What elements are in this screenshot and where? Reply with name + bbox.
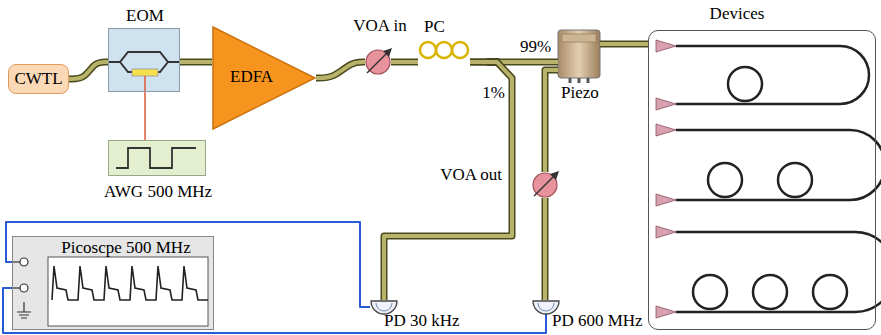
split-ratio: 99% xyxy=(520,38,551,57)
node-label: Piezo xyxy=(561,84,599,103)
piezo-stage: Piezo xyxy=(558,30,600,78)
amplifier-triangle: EDFA xyxy=(212,26,316,130)
node-label: Picoscpe 500 MHz xyxy=(61,239,190,258)
node-label: PD 30 kHz xyxy=(384,312,460,331)
node-label: VOA out xyxy=(440,166,502,185)
rf-wire xyxy=(145,92,146,140)
connector-stroke xyxy=(316,62,365,78)
device-chip: Devices xyxy=(648,30,876,330)
signal-cable xyxy=(3,288,546,333)
laser-box: CWTL xyxy=(8,64,69,94)
connector-stroke xyxy=(384,62,512,300)
connector-stroke xyxy=(384,62,512,300)
attenuator-circle-outline xyxy=(532,172,558,198)
connector-stroke xyxy=(180,59,212,66)
node-label: EDFA xyxy=(230,68,273,87)
node-label: CWTL xyxy=(14,70,62,89)
optical-fiber xyxy=(316,62,365,78)
modulator-box: EOM xyxy=(108,28,180,92)
photodiode: PD 30 kHz xyxy=(370,300,398,314)
split-ratio: 1% xyxy=(482,84,505,103)
connector-stroke xyxy=(180,60,212,64)
optical-fiber xyxy=(69,62,108,79)
ground-symbol xyxy=(17,302,31,318)
attenuator-circle-outline xyxy=(365,49,391,75)
polarization-controller: PC xyxy=(418,40,470,62)
awg-body xyxy=(108,140,206,176)
piezo-clamp xyxy=(562,34,596,42)
connector-stroke xyxy=(3,288,546,333)
optical-fiber xyxy=(391,62,418,63)
scope-trace xyxy=(52,266,208,300)
connector-stroke xyxy=(391,59,418,66)
scope-inputs xyxy=(12,258,28,292)
connector-stroke xyxy=(600,42,648,46)
optical-fiber xyxy=(180,62,212,63)
node-label: AWG 500 MHz xyxy=(104,183,212,202)
connector-stroke xyxy=(545,70,558,172)
optical-fiber xyxy=(384,62,512,300)
scope-screen xyxy=(48,257,208,326)
connector-stroke xyxy=(545,70,558,172)
waveguides xyxy=(676,46,881,312)
eom-body xyxy=(108,28,180,92)
connector-stroke xyxy=(543,198,547,300)
connector-stroke xyxy=(391,60,418,64)
piezo-body xyxy=(558,30,600,78)
connector-stroke xyxy=(600,41,648,48)
scope-body xyxy=(12,236,214,330)
node-label: EOM xyxy=(126,7,164,26)
optical-fiber xyxy=(545,198,546,300)
square-wave xyxy=(116,148,196,168)
attenuator-circle: VOA out xyxy=(532,172,558,198)
ring-resonators xyxy=(693,67,847,309)
photodiode: PD 600 MHz xyxy=(532,300,560,314)
optical-fiber xyxy=(600,44,648,45)
connector-stroke xyxy=(6,222,370,307)
piezo-pins xyxy=(570,78,588,83)
node-label: PC xyxy=(424,18,445,37)
connector-stroke xyxy=(144,92,146,140)
grating-couplers xyxy=(656,40,676,318)
node-label: Devices xyxy=(710,5,765,24)
attenuator-circle: VOA in xyxy=(365,49,391,75)
node-label: PD 600 MHz xyxy=(552,312,643,331)
electrode xyxy=(132,69,158,76)
optical-fiber xyxy=(545,70,558,172)
oscilloscope-box: Picoscpe 500 MHz xyxy=(12,236,214,330)
polarization-controller-outline xyxy=(418,40,470,62)
generator-box: AWG 500 MHz xyxy=(108,140,206,176)
signal-cable xyxy=(6,222,370,307)
connector-stroke xyxy=(542,198,549,300)
connector-stroke xyxy=(69,62,108,79)
node-label: VOA in xyxy=(353,17,406,36)
connector-stroke xyxy=(316,62,365,78)
connector-stroke xyxy=(69,62,108,79)
rf-lead xyxy=(144,76,146,92)
